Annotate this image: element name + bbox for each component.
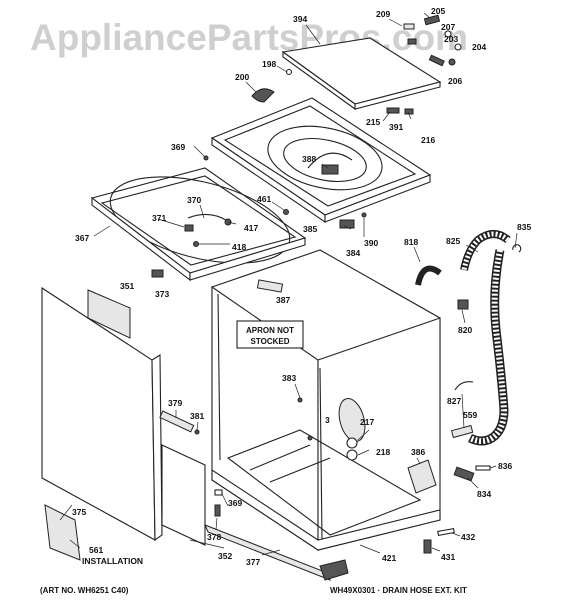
wire-827-part (454, 381, 474, 391)
leader-lines (59, 12, 518, 556)
callout-209: 209 (376, 9, 390, 19)
lid-part (281, 37, 442, 111)
callout-218: 218 (376, 447, 390, 457)
callout-203: 203 (444, 34, 458, 44)
apron-note-line2: STOCKED (251, 337, 290, 346)
callout-421: 421 (382, 553, 396, 563)
damper-217-218-part (338, 398, 366, 461)
bar-370-part (187, 213, 227, 221)
callout-378: 378 (207, 532, 221, 542)
screw-3-part (307, 435, 313, 441)
callout-204: 204 (472, 42, 486, 52)
bar-377-part (204, 524, 332, 582)
callout-418: 418 (232, 242, 246, 252)
callout-351: 351 (120, 281, 134, 291)
callout-835: 835 (517, 222, 531, 232)
callout-394: 394 (293, 14, 307, 24)
art-number-note: (ART NO. WH6251 C40) (40, 586, 129, 595)
drain-hose-kit-note: WH49X0301 · DRAIN HOSE EXT. KIT (330, 586, 467, 595)
brace-387-part (256, 279, 284, 293)
watermark-text: AppliancePartsPros.com (30, 17, 468, 58)
callout-369-bottom: 369 (228, 498, 242, 508)
callout-200: 200 (235, 72, 249, 82)
bracket-385-part (339, 219, 355, 229)
callout-379: 379 (168, 398, 182, 408)
hose-818-part (415, 265, 442, 286)
callout-371: 371 (152, 213, 166, 223)
callout-461: 461 (257, 194, 271, 204)
callout-198: 198 (262, 59, 276, 69)
callout-385: 385 (303, 224, 317, 234)
screw-461-part (283, 209, 289, 215)
callout-836: 836 (498, 461, 512, 471)
callout-373: 373 (155, 289, 169, 299)
top-cover-part (210, 97, 432, 224)
callout-370: 370 (187, 195, 201, 205)
clamp-835-part (512, 244, 522, 253)
bracket-834-part (453, 466, 475, 482)
screw-383-part (297, 397, 303, 403)
cabinet-body-part (211, 249, 441, 552)
callout-386: 386 (411, 447, 425, 457)
nut-418-part (193, 241, 199, 247)
callout-559: 559 (463, 410, 477, 420)
callout-818: 818 (404, 237, 418, 247)
screw-390-part (361, 212, 367, 218)
callout-205: 205 (431, 6, 445, 16)
installation-label: INSTALLATION (82, 556, 143, 566)
callout-367: 367 (75, 233, 89, 243)
clip-373-part (151, 269, 164, 278)
callout-390: 390 (364, 238, 378, 248)
callout-391: 391 (389, 122, 403, 132)
screw-836-part (475, 465, 491, 471)
callout-820: 820 (458, 325, 472, 335)
panel-352-part (161, 444, 206, 546)
callout-381: 381 (190, 411, 204, 421)
callout-labels: 394 209 205 207 203 204 198 200 206 215 … (72, 6, 531, 567)
callout-217: 217 (360, 417, 374, 427)
frame-top-part (90, 167, 307, 282)
leg-431-part (423, 539, 432, 554)
callout-206: 206 (448, 76, 462, 86)
callout-216: 216 (421, 135, 435, 145)
clip-371-part (184, 224, 194, 232)
drain-hose-part (460, 230, 511, 446)
hose-559-part (450, 424, 474, 439)
end-377-part (319, 559, 349, 581)
callout-431: 431 (441, 552, 455, 562)
clip-369-part (214, 489, 223, 496)
front-panel-part (41, 286, 163, 542)
callout-388: 388 (302, 154, 316, 164)
callout-207: 207 (441, 22, 455, 32)
bracket-820-part (457, 299, 469, 310)
screw-432-part (437, 528, 455, 536)
installation-booklet-part (44, 504, 81, 561)
bracket-386-part (407, 459, 437, 494)
callout-384: 384 (346, 248, 360, 258)
callout-834: 834 (477, 489, 491, 499)
callout-215: 215 (366, 117, 380, 127)
callout-352: 352 (218, 551, 232, 561)
screw-381-part (194, 429, 200, 435)
callout-387: 387 (276, 295, 290, 305)
hinge-parts (386, 14, 462, 115)
clip-378-part (214, 504, 221, 517)
apron-note-box (236, 320, 304, 349)
pin-198-part (285, 68, 293, 76)
callout-432: 432 (461, 532, 475, 542)
callout-369-top: 369 (171, 142, 185, 152)
callout-3: 3 (325, 415, 330, 425)
trim-379-part (159, 410, 195, 433)
apron-note-line1: APRON NOT (246, 326, 294, 335)
knob-200-part (251, 88, 275, 103)
callout-383: 383 (282, 373, 296, 383)
callout-377: 377 (246, 557, 260, 567)
callout-827: 827 (447, 396, 461, 406)
callout-417: 417 (244, 223, 258, 233)
callout-825: 825 (446, 236, 460, 246)
callout-561: 561 (89, 545, 103, 555)
callout-375: 375 (72, 507, 86, 517)
